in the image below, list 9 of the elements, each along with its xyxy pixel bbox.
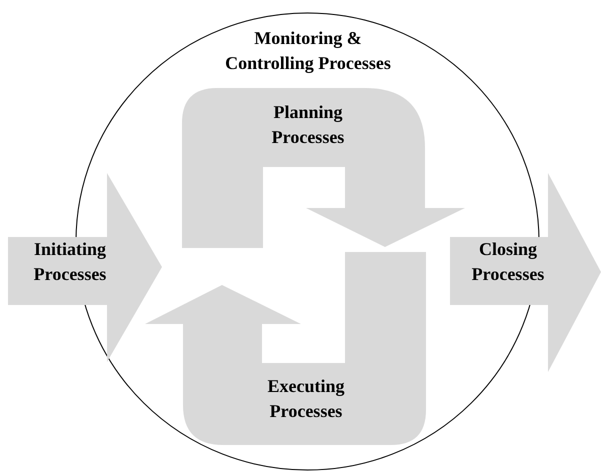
node-label: Planning Processes	[270, 101, 346, 149]
u-shaped-process-shape	[145, 252, 427, 446]
block-arrow	[450, 173, 601, 373]
block-arrow	[8, 173, 163, 363]
node-label: Executing Processes	[266, 375, 346, 423]
node-label: Initiating Processes	[32, 238, 108, 286]
node-label: Monitoring & Controlling Processes	[224, 27, 392, 75]
u-shaped-process-shape	[182, 88, 466, 248]
node-label: Closing Processes	[470, 238, 546, 286]
